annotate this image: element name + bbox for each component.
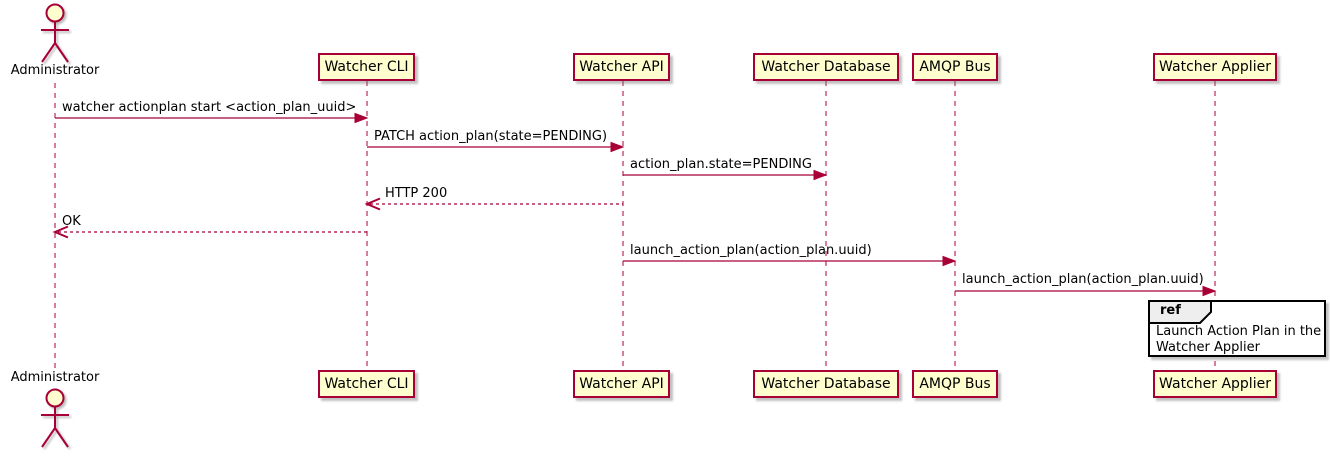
actor-icon [41, 388, 69, 448]
participant-box-watcher-api-top: Watcher API [573, 53, 670, 81]
message-label-1: watcher actionplan start <action_plan_uu… [62, 100, 357, 115]
participant-box-watcher-database-top: Watcher Database [753, 53, 899, 81]
participant-box-watcher-applier-bottom: Watcher Applier [1153, 370, 1277, 398]
actor-label-top: Administrator [10, 63, 100, 78]
participant-box-watcher-database-bottom: Watcher Database [753, 370, 899, 398]
participant-box-amqp-bus-top: AMQP Bus [912, 53, 998, 81]
ref-keyword: ref [1160, 303, 1181, 318]
ref-frame-text: Launch Action Plan in the Watcher Applie… [1156, 324, 1322, 355]
participant-box-watcher-api-bottom: Watcher API [573, 370, 670, 398]
message-label-4: HTTP 200 [385, 186, 448, 201]
participant-box-watcher-cli-bottom: Watcher CLI [318, 370, 415, 398]
return-arrow-5 [52, 225, 367, 239]
message-label-5: OK [62, 214, 81, 229]
participant-box-watcher-cli-top: Watcher CLI [318, 53, 415, 81]
actor-label-bottom: Administrator [10, 370, 100, 385]
participant-box-watcher-applier-top: Watcher Applier [1153, 53, 1277, 81]
message-label-6: launch_action_plan(action_plan.uuid) [630, 243, 872, 258]
participant-box-amqp-bus-bottom: AMQP Bus [912, 370, 998, 398]
ref-frame: ref Launch Action Plan in the Watcher Ap… [1148, 300, 1326, 357]
message-label-3: action_plan.state=PENDING [630, 157, 812, 172]
message-label-7: launch_action_plan(action_plan.uuid) [962, 272, 1204, 287]
message-label-2: PATCH action_plan(state=PENDING) [374, 129, 608, 144]
actor-icon [41, 3, 69, 63]
ref-header-pentagon [1148, 300, 1212, 324]
